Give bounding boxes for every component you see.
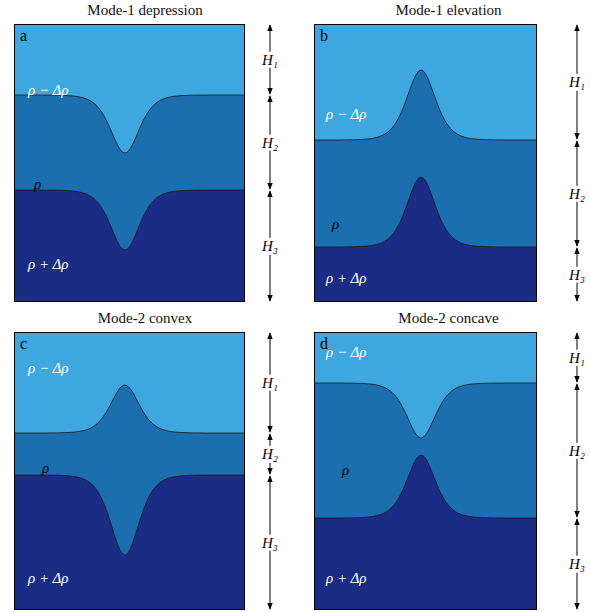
density-label: ρ − Δρ xyxy=(28,82,69,99)
thickness-label: H₂ xyxy=(567,442,587,459)
thickness-label: H₂ xyxy=(260,446,280,463)
interface-line xyxy=(314,70,536,140)
panel-title: Mode-2 convex xyxy=(14,310,276,327)
upper-layer xyxy=(314,24,537,140)
density-label: ρ xyxy=(342,462,349,479)
panel-letter: a xyxy=(20,27,27,45)
thickness-label: H₃ xyxy=(567,266,587,283)
panel-letter: b xyxy=(320,27,328,45)
density-label: ρ + Δρ xyxy=(28,256,69,273)
density-label: ρ + Δρ xyxy=(326,270,367,287)
interface-line xyxy=(14,190,244,250)
density-label: ρ − Δρ xyxy=(326,106,367,123)
upper-layer xyxy=(14,24,245,153)
density-label: ρ xyxy=(42,460,49,477)
upper-layer xyxy=(314,332,537,438)
middle-layer xyxy=(314,24,537,247)
thickness-label: H₁ xyxy=(260,51,280,68)
lower-layer xyxy=(14,24,245,302)
panel-border xyxy=(315,333,537,610)
density-label: ρ + Δρ xyxy=(326,570,367,587)
lower-layer xyxy=(314,332,537,610)
panel-letter: c xyxy=(20,335,27,353)
thickness-label: H₃ xyxy=(260,238,280,255)
interface-line xyxy=(314,383,536,438)
middle-layer xyxy=(314,332,537,518)
lower-layer xyxy=(314,24,537,302)
panel: Mode-1 elevationb xyxy=(314,24,537,302)
thickness-label: H₁ xyxy=(260,374,280,391)
panel-border xyxy=(15,25,245,302)
panel-title: Mode-1 depression xyxy=(14,2,276,19)
thickness-label: H₃ xyxy=(260,534,280,551)
thickness-label: H₂ xyxy=(567,185,587,202)
lower-layer xyxy=(14,332,245,610)
panel-title: Mode-2 concave xyxy=(314,310,583,327)
interface-line xyxy=(14,95,244,153)
density-label: ρ xyxy=(34,176,41,193)
thickness-label: H₃ xyxy=(567,556,587,573)
density-label: ρ − Δρ xyxy=(28,360,69,377)
panel-border xyxy=(315,25,537,302)
upper-layer xyxy=(14,332,245,433)
interface-line xyxy=(14,385,244,433)
thickness-label: H₁ xyxy=(567,74,587,91)
density-label: ρ − Δρ xyxy=(326,344,367,361)
thickness-label: H₁ xyxy=(567,349,587,366)
interface-line xyxy=(314,177,536,247)
middle-layer xyxy=(14,24,245,250)
panel-border xyxy=(15,333,245,610)
density-label: ρ xyxy=(332,216,339,233)
thickness-label: H₂ xyxy=(260,134,280,151)
interface-line xyxy=(314,455,536,518)
panel-title: Mode-1 elevation xyxy=(314,2,583,19)
density-label: ρ + Δρ xyxy=(28,570,69,587)
interface-line xyxy=(14,475,244,555)
middle-layer xyxy=(14,332,245,555)
